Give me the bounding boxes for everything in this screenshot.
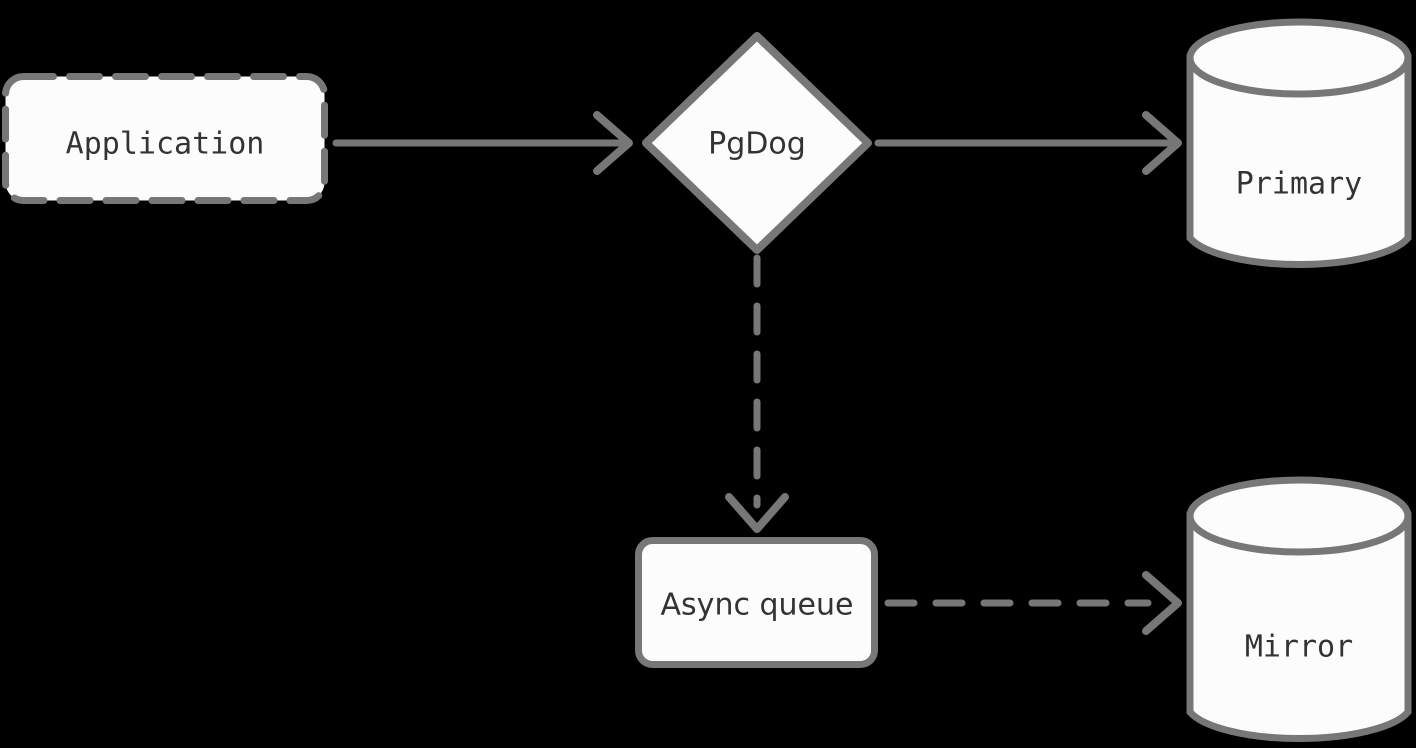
edge-pgdog-to-async-queue (725, 254, 789, 533)
edge-pgdog-to-primary (874, 111, 1182, 175)
node-shape-cylinder-body (1186, 512, 1412, 743)
cylinder-top-icon (1186, 476, 1412, 556)
node-shape-rect (635, 537, 878, 668)
edge-async-queue-to-mirror (884, 571, 1182, 635)
node-label-pgdog: PgDog (708, 127, 806, 162)
node-shape-cylinder-body (1186, 54, 1412, 269)
cylinder-top-icon (1186, 18, 1412, 98)
node-label-mirror: Mirror (1245, 630, 1353, 665)
edge-application-to-pgdog (332, 111, 633, 175)
arrowhead-icon (725, 493, 789, 533)
node-async-queue[interactable]: Async queue (635, 537, 878, 668)
node-primary[interactable]: Primary (1186, 18, 1412, 269)
arrowhead-icon (1142, 111, 1182, 175)
node-label-async-queue: Async queue (661, 588, 854, 623)
arrowhead-icon (1142, 571, 1182, 635)
node-pgdog[interactable]: PgDog (642, 32, 872, 254)
node-shape-dashed-rect (2, 73, 328, 204)
node-label-application: Application (66, 127, 265, 162)
node-shape-diamond (642, 32, 872, 254)
node-mirror[interactable]: Mirror (1186, 476, 1412, 743)
arrowhead-icon (593, 111, 633, 175)
node-label-primary: Primary (1236, 167, 1362, 202)
node-application[interactable]: Application (2, 73, 328, 204)
